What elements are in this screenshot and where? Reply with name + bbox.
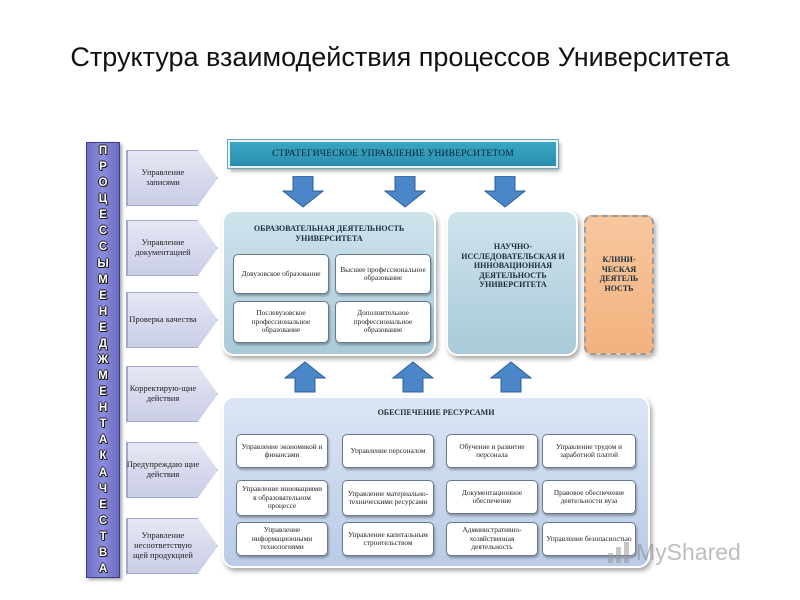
arrow-up-icon xyxy=(490,361,532,393)
clinical-panel: КЛИНИ-ЧЕСКАЯ ДЕЯТЕЛЬ НОСТЬ xyxy=(584,215,654,355)
resource-box: Управление информационными технологиями xyxy=(236,522,328,556)
qms-letter: Т xyxy=(99,529,107,543)
resources-panel: ОБЕСПЕЧЕНИЕ РЕСУРСАМИ Управление экономи… xyxy=(222,396,650,568)
qms-letter: П xyxy=(98,144,108,157)
research-panel-title: НАУЧНО-ИССЛЕДОВАТЕЛЬСКАЯ И ИННОВАЦИОННАЯ… xyxy=(461,242,565,290)
qms-process-chevron xyxy=(126,518,218,574)
edu-box-additional: Дополнительное профессиональное образова… xyxy=(335,301,431,343)
qms-letter: Ы xyxy=(97,256,109,270)
qms-letter: К xyxy=(99,449,107,463)
qms-letter: С xyxy=(98,224,108,238)
qms-letter: Е xyxy=(99,320,107,334)
research-panel: НАУЧНО-ИССЛЕДОВАТЕЛЬСКАЯ И ИННОВАЦИОННАЯ… xyxy=(446,210,578,356)
resource-box: Управление экономикой и финансами xyxy=(236,434,328,468)
arrow-up-icon xyxy=(284,361,326,393)
qms-process-chevron xyxy=(126,150,218,206)
resource-box: Управление трудом и заработной платой xyxy=(542,434,636,468)
arrow-down-icon xyxy=(282,176,324,208)
qms-letter: Е xyxy=(99,208,107,222)
qms-letter: Ж xyxy=(97,353,109,367)
arrow-up-icon xyxy=(392,361,434,393)
qms-letter: Н xyxy=(98,401,108,415)
qms-letter: А xyxy=(98,433,108,447)
strategic-management-banner: СТРАТЕГИЧЕСКОЕ УПРАВЛЕНИЕ УНИВЕРСИТЕТОМ xyxy=(227,139,559,169)
arrow-down-icon xyxy=(484,176,526,208)
qms-letter: Р xyxy=(99,160,107,174)
resource-box: Административно-хозяйственная деятельнос… xyxy=(446,522,538,556)
qms-letter: В xyxy=(98,545,108,559)
watermark: MyShared xyxy=(606,534,776,570)
slide-title: Структура взаимодействия процессов Униве… xyxy=(70,42,730,72)
qms-process-label: Проверка качества xyxy=(129,314,197,325)
qms-process-label: Предупреждаю щие действия xyxy=(126,459,200,479)
qms-process-label: Управление документацией xyxy=(135,237,191,257)
resource-box: Правовое обеспечение деятельности вуза xyxy=(542,480,636,514)
qms-letter: С xyxy=(98,513,108,527)
resources-panel-title: ОБЕСПЕЧЕНИЕ РЕСУРСАМИ xyxy=(377,408,495,417)
qms-letter: С xyxy=(98,240,108,254)
qms-letter: Д xyxy=(98,336,108,350)
clinical-panel-title: КЛИНИ-ЧЕСКАЯ ДЕЯТЕЛЬ НОСТЬ xyxy=(599,255,639,293)
qms-letter: М xyxy=(98,272,108,286)
qms-letter: Ч xyxy=(98,481,108,495)
qms-letter: Н xyxy=(98,304,108,318)
edu-box-pre-university: Довузовское образование xyxy=(233,254,329,294)
qms-letter: А xyxy=(98,562,108,576)
qms-process-label: Управление несоответствую щей продукцией xyxy=(133,530,193,560)
qms-process-label: Управление записями xyxy=(141,167,185,187)
qms-letter: Е xyxy=(99,385,107,399)
qms-letter: Т xyxy=(99,417,107,431)
qms-process-chevron xyxy=(126,220,218,276)
qms-process-label: Корректирую-щие действия xyxy=(129,383,197,403)
edu-box-postgraduate: Послевузовское профессиональное образова… xyxy=(233,301,329,343)
edu-box-higher: Высшее профессиональное образование xyxy=(335,254,431,294)
resource-box: Документационное обеспечение xyxy=(446,480,538,514)
resource-box: Управление капитальным строительством xyxy=(342,522,434,556)
resource-box: Обучение и развитие персонала xyxy=(446,434,538,468)
chart-logo-icon xyxy=(608,542,629,563)
qms-letter: О xyxy=(98,176,108,190)
resource-box: Управление материально-техническими ресу… xyxy=(342,480,434,516)
resource-box: Управление инновациями в образовательном… xyxy=(236,480,328,516)
qms-process-chevron xyxy=(126,442,218,498)
qms-letter: М xyxy=(98,369,108,383)
qms-letter: Ц xyxy=(98,192,108,206)
watermark-text: MyShared xyxy=(636,538,741,565)
qms-process-chevron xyxy=(126,292,218,348)
qms-process-chevron xyxy=(126,366,218,422)
arrow-down-icon xyxy=(384,176,426,208)
qms-letter: Е xyxy=(99,288,107,302)
qms-letter: А xyxy=(98,465,108,479)
resource-box: Управление персоналом xyxy=(342,434,434,468)
education-panel: ОБРАЗОВАТЕЛЬНАЯ ДЕЯТЕЛЬНОСТЬ УНИВЕРСИТЕТ… xyxy=(222,210,436,356)
qms-letter: Е xyxy=(99,497,107,511)
education-panel-title: ОБРАЗОВАТЕЛЬНАЯ ДЕЯТЕЛЬНОСТЬ УНИВЕРСИТЕТ… xyxy=(253,224,405,243)
